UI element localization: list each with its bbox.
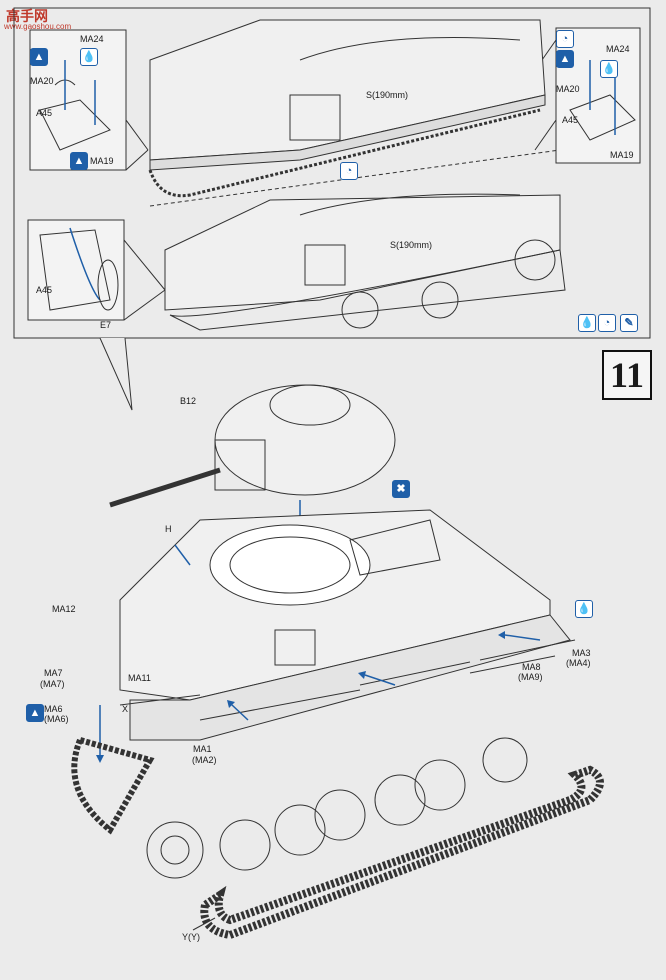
label-ma12: MA12 [52,604,76,614]
subassembly-frame [13,7,651,339]
label-a45-right: A45 [562,115,579,125]
label-a45-mid: A45 [36,285,53,295]
glue-drop-icon: 💧 [80,48,98,66]
label-ma3-alt: (MA4) [566,658,591,668]
track-link-set [200,765,604,940]
label-ma7: MA7 [44,668,63,678]
paint-brush-icon: ✎ [620,314,638,332]
glue-drop-icon: 💧 [575,600,593,618]
label-ma8: MA8 [522,662,541,672]
label-ma19-right: MA19 [610,150,634,160]
label-yy: Y(Y) [182,932,200,942]
inset-mid-left-box [27,219,125,321]
label-ma6: MA6 [44,704,63,714]
label-ma20-right: MA20 [556,84,580,94]
step-number: 11 [602,350,652,400]
label-ma1-alt: (MA2) [192,755,217,765]
flip-view-icon: ▲ [556,50,574,68]
watermark-logo: 高手网 [6,8,48,24]
label-ma6-alt: (MA6) [44,714,69,724]
optional-part-icon: ◔ [340,162,358,180]
flip-view-icon: ▲ [30,48,48,66]
lower-hull-outline [164,194,561,311]
label-cable-upper: S(190mm) [366,90,409,100]
flip-view-icon: ▲ [26,704,44,722]
label-ma8-alt: (MA9) [518,672,543,682]
optional-part-icon: ◔ [556,30,574,48]
watermark-site: www.gaoshou.com [4,22,72,31]
label-e7: E7 [100,320,112,330]
label-h: H [165,524,172,534]
inset-top-left-pointer [125,119,149,151]
remove-part-icon: ✖ [392,480,410,498]
label-ma24-right: MA24 [606,44,630,54]
label-ma20-left: MA20 [30,76,54,86]
label-ma24-left: MA24 [80,34,104,44]
label-ma1: MA1 [193,744,212,754]
glue-drop-icon: 💧 [600,60,618,78]
flip-view-icon: ▲ [70,152,88,170]
label-ma11: MA11 [128,673,151,683]
main-hull-lower [129,614,571,741]
label-ma7-alt: (MA7) [40,679,65,689]
label-ma3: MA3 [572,648,591,658]
label-x: X [122,704,129,714]
label-a45-left: A45 [36,108,53,118]
label-cable-lower: S(190mm) [390,240,433,250]
inset-top-right-box [555,27,641,164]
label-b12: B12 [180,396,197,406]
glue-drop-icon: 💧 [578,314,596,332]
optional-part-icon: ◔ [598,314,616,332]
front-track-segment [71,736,155,835]
turret-ring [209,524,371,606]
main-gun-barrel [109,467,221,508]
label-ma19-left: MA19 [90,156,114,166]
